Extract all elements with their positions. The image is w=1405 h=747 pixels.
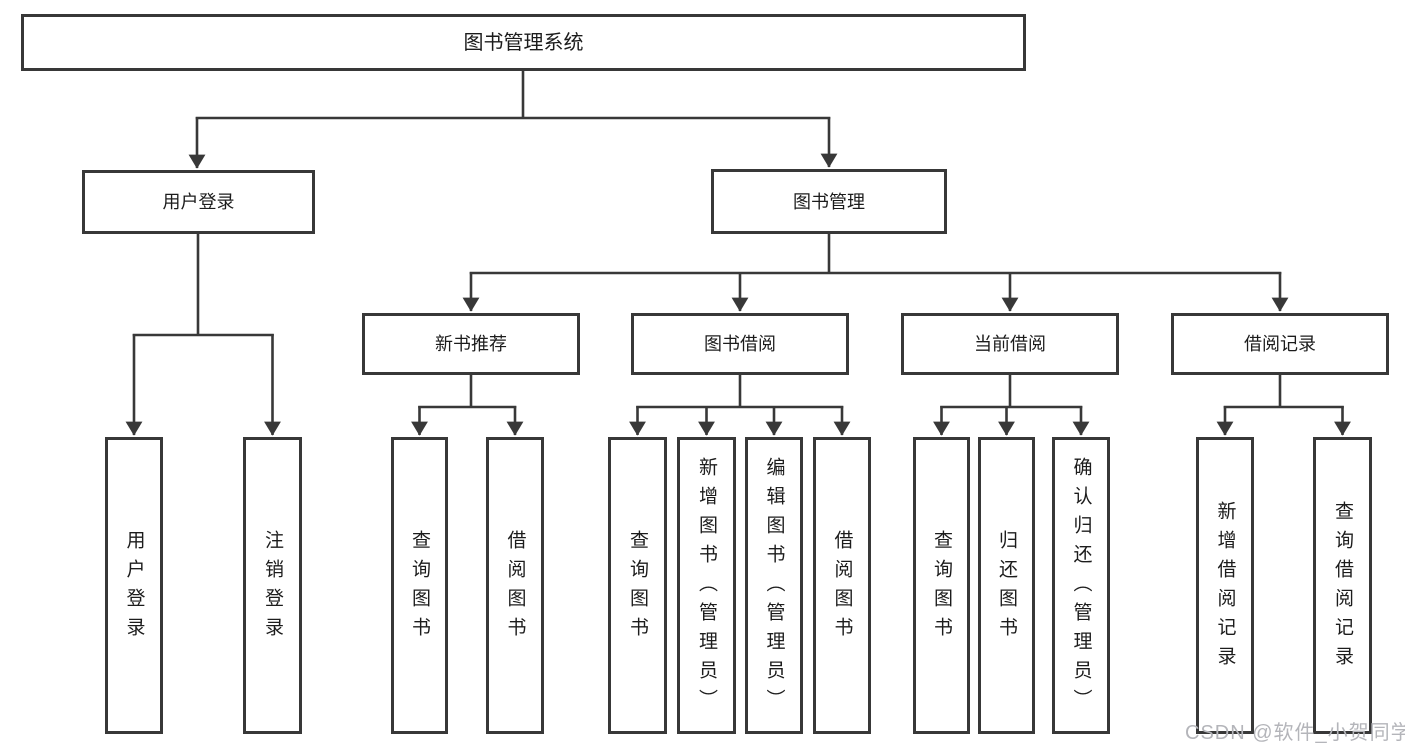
- node-label: 当前借阅: [974, 334, 1046, 354]
- node-label: 注销登录: [262, 529, 283, 646]
- node-new-book-recommend: 新书推荐: [362, 313, 580, 375]
- node-root-system: 图书管理系统: [21, 14, 1026, 71]
- node-label: 新书推荐: [435, 334, 507, 354]
- leaf-user-login: 用户登录: [105, 437, 163, 734]
- connectors: [125, 70, 1351, 436]
- leaf-query-books-recommend: 查询图书: [391, 437, 448, 734]
- node-label: 图书借阅: [704, 334, 776, 354]
- node-label: 图书管理系统: [463, 31, 584, 54]
- node-label: 查询图书: [931, 529, 952, 646]
- leaf-logout: 注销登录: [243, 437, 302, 734]
- node-label: 新增图书（管理员）: [696, 457, 717, 718]
- node-label: 查询图书: [627, 529, 648, 646]
- node-label: 用户登录: [123, 529, 145, 646]
- node-borrow-records: 借阅记录: [1171, 313, 1389, 375]
- node-label: 确认归还（管理员）: [1070, 457, 1092, 718]
- leaf-add-books-admin: 新增图书（管理员）: [677, 437, 736, 734]
- node-label: 借阅图书: [831, 529, 853, 646]
- node-label: 归还图书: [996, 529, 1017, 646]
- csdn-watermark: CSDN @软件_小贺同学: [1185, 722, 1405, 744]
- node-label: 借阅记录: [1244, 334, 1316, 354]
- leaf-edit-books-admin: 编辑图书（管理员）: [745, 437, 803, 734]
- node-current-borrowing: 当前借阅: [901, 313, 1119, 375]
- node-book-management: 图书管理: [711, 169, 947, 234]
- node-label: 编辑图书（管理员）: [763, 457, 785, 718]
- leaf-query-books-borrowing: 查询图书: [608, 437, 667, 734]
- node-book-borrowing: 图书借阅: [631, 313, 849, 375]
- node-label: 借阅图书: [504, 529, 526, 646]
- leaf-borrow-books-recommend: 借阅图书: [486, 437, 544, 734]
- leaf-return-books: 归还图书: [978, 437, 1035, 734]
- node-user-login: 用户登录: [82, 170, 315, 234]
- node-label: 查询借阅记录: [1332, 500, 1353, 675]
- node-label: 用户登录: [162, 192, 235, 212]
- leaf-query-books-current: 查询图书: [913, 437, 970, 734]
- leaf-confirm-return-admin: 确认归还（管理员）: [1052, 437, 1110, 734]
- node-label: 查询图书: [409, 529, 430, 646]
- leaf-query-borrow-record: 查询借阅记录: [1313, 437, 1372, 734]
- node-label: 图书管理: [793, 191, 865, 212]
- node-label: 新增借阅记录: [1214, 500, 1236, 675]
- leaf-add-borrow-record: 新增借阅记录: [1196, 437, 1254, 734]
- leaf-borrow-books-borrowing: 借阅图书: [813, 437, 871, 734]
